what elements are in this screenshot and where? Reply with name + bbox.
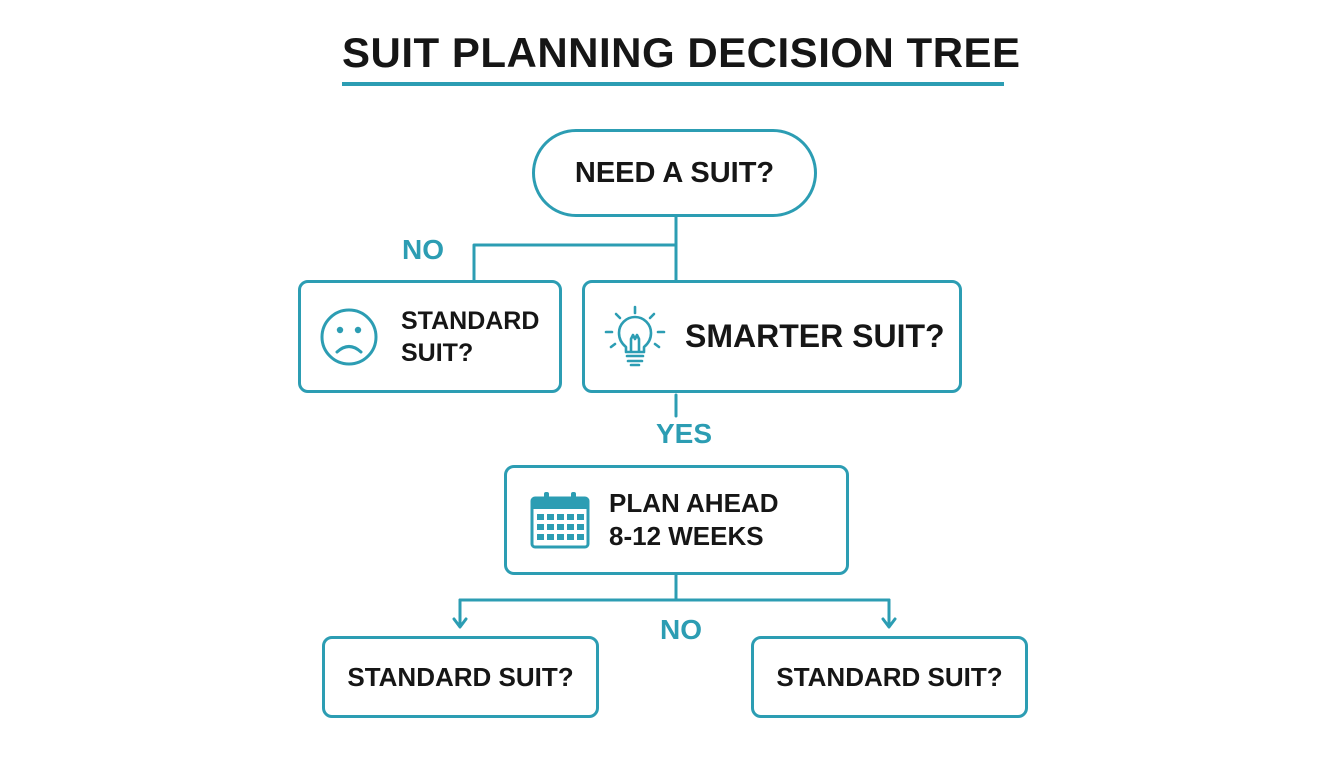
- arrowhead-bottom-left: [452, 617, 468, 629]
- decision-node-standard-suit: STANDARD SUIT?: [298, 280, 562, 393]
- standard-suit-line-2: SUIT?: [401, 338, 474, 367]
- title-underline: [342, 82, 1004, 86]
- lightbulb-icon: [604, 305, 666, 366]
- calendar-icon: [530, 492, 590, 549]
- decision-node-plan-ahead: PLAN AHEAD 8-12 WEEKS: [504, 465, 849, 575]
- plan-ahead-line-1: PLAN AHEAD: [609, 487, 779, 518]
- connector-no-branch: [472, 243, 678, 282]
- arrowhead-bottom-right: [881, 617, 897, 629]
- smarter-suit-label: SMARTER SUIT?: [685, 318, 945, 354]
- standard-suit-text: STANDARD SUIT?: [401, 305, 539, 369]
- plan-ahead-text: PLAN AHEAD 8-12 WEEKS: [609, 487, 778, 554]
- edge-label-yes: YES: [656, 418, 713, 449]
- edge-label-no-bottom: NO: [660, 614, 702, 645]
- edge-label-no-top: NO: [402, 234, 444, 265]
- standard-suit-line-1: STANDARD: [401, 306, 540, 335]
- bottom-right-label: STANDARD SUIT?: [776, 661, 1003, 692]
- decision-node-bottom-right: STANDARD SUIT?: [751, 636, 1028, 718]
- decision-node-need-suit: NEED A SUIT?: [532, 129, 817, 217]
- decision-node-bottom-left: STANDARD SUIT?: [322, 636, 599, 718]
- plan-ahead-line-2: 8-12 WEEKS: [609, 521, 764, 551]
- sad-face-icon: [320, 308, 378, 365]
- decision-node-smarter-suit: SMARTER SUIT?: [582, 280, 962, 393]
- need-suit-label: NEED A SUIT?: [574, 156, 775, 189]
- diagram-title: SUIT PLANNING DECISION TREE: [342, 29, 1021, 76]
- bottom-left-label: STANDARD SUIT?: [347, 661, 574, 692]
